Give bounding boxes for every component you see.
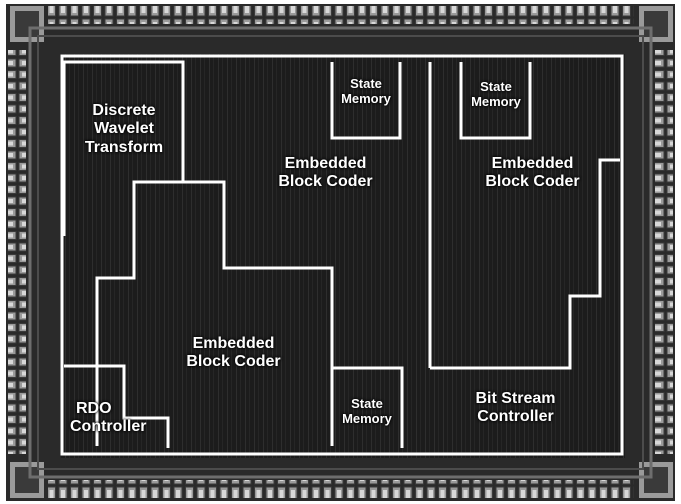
label-embedded-block-coder-right: Embedded Block Coder: [465, 155, 600, 192]
outline-left-ebc: [95, 180, 334, 446]
outline-right-ebc: [430, 158, 620, 370]
smtl-line-2: Memory: [341, 90, 391, 106]
dwt-line-2: Wavelet: [94, 120, 154, 138]
label-state-memory-bottom: State Memory: [334, 396, 400, 427]
smtr-line-1: State: [480, 79, 512, 94]
bsc-line-1: Bit Stream: [475, 390, 556, 407]
dwt-line-1: Discrete: [92, 102, 156, 119]
dwt-line-3: Transform: [84, 138, 164, 156]
ebc-right-line-1: Embedded: [491, 155, 574, 172]
label-state-memory-top-right: State Memory: [463, 79, 529, 110]
bsc-line-2: Controller: [477, 408, 554, 426]
outline-state-memory-top-left: [330, 62, 402, 140]
ebc-center-line-1: Embedded: [284, 155, 367, 172]
ebc-right-line-2: Block Coder: [485, 173, 580, 191]
label-state-memory-top-left: State Memory: [334, 76, 398, 107]
label-rdo-controller: RDO Controller: [70, 400, 166, 437]
rdo-line-2: Controller: [70, 418, 147, 436]
outline-state-memory-top-right: [459, 62, 532, 140]
label-embedded-block-coder-center: Embedded Block Coder: [258, 155, 393, 192]
label-bit-stream-controller: Bit Stream Controller: [458, 390, 573, 427]
label-discrete-wavelet-transform: Discrete Wavelet Transform: [74, 102, 174, 157]
label-embedded-block-coder-left: Embedded Block Coder: [166, 335, 301, 372]
outline-state-memory-bottom: [332, 366, 404, 448]
smb-line-1: State: [351, 396, 383, 411]
smtr-line-2: Memory: [471, 93, 521, 109]
ebc-center-line-2: Block Coder: [278, 173, 373, 191]
block-outlines: [60, 54, 624, 456]
outline-rdo: [64, 364, 170, 448]
smtl-line-1: State: [350, 76, 382, 91]
smb-line-2: Memory: [342, 410, 392, 426]
ebc-left-line-1: Embedded: [192, 335, 275, 352]
ebc-left-line-2: Block Coder: [186, 353, 281, 371]
rdo-line-1: RDO: [76, 400, 112, 417]
outline-dwt: [62, 60, 185, 236]
